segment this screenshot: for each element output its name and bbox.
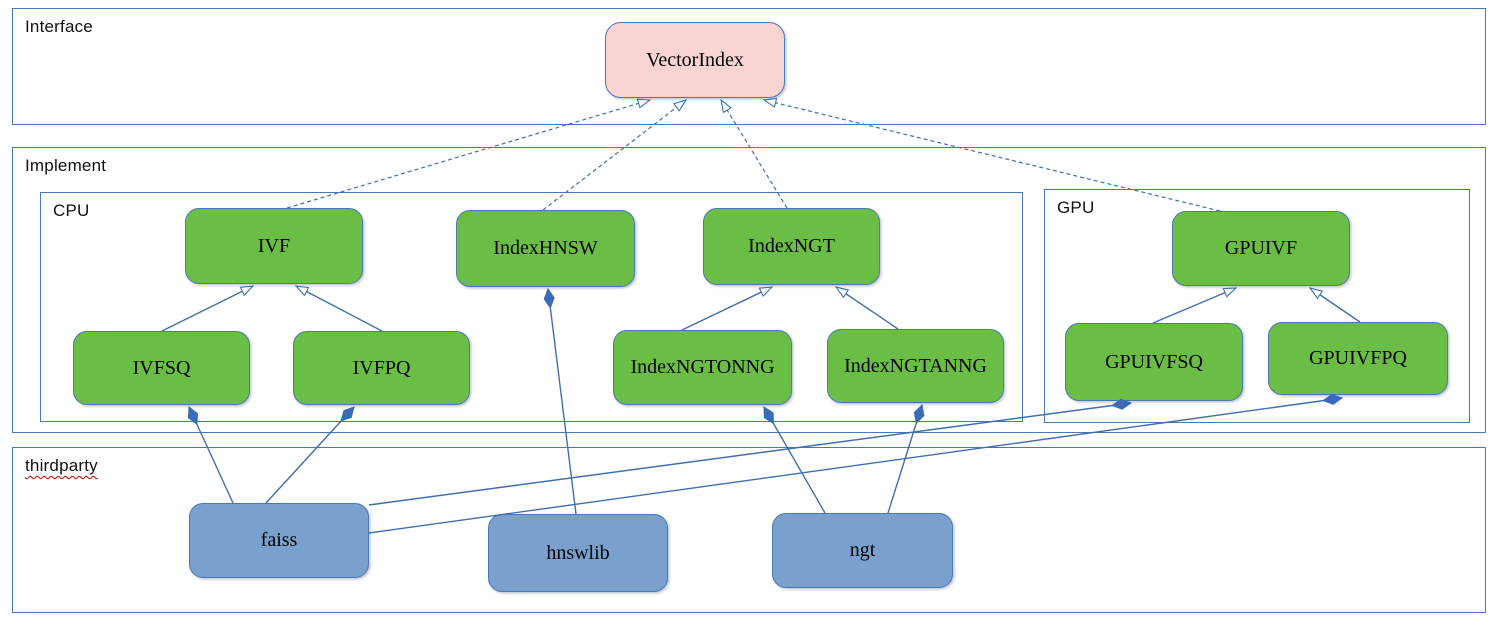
node-ivfpq-label: IVFPQ bbox=[352, 356, 411, 379]
node-ivf-label: IVF bbox=[257, 234, 291, 257]
node-gpuivfsq: GPUIVFSQ bbox=[1065, 323, 1243, 401]
node-gpuivfsq-label: GPUIVFSQ bbox=[1105, 350, 1203, 373]
node-ngt-label: ngt bbox=[849, 539, 876, 561]
region-implement-label: Implement bbox=[25, 156, 107, 175]
node-hnswlib: hnswlib bbox=[488, 514, 668, 592]
node-indexngt-label: IndexNGT bbox=[748, 235, 835, 257]
node-gpuivfpq: GPUIVFPQ bbox=[1268, 322, 1448, 395]
node-ivfsq-label: IVFSQ bbox=[132, 356, 191, 379]
node-indexngt: IndexNGT bbox=[703, 208, 880, 285]
node-faiss: faiss bbox=[189, 503, 369, 578]
region-cpu-label: CPU bbox=[53, 201, 90, 220]
node-ivfpq: IVFPQ bbox=[293, 331, 470, 405]
node-ivf: IVF bbox=[185, 208, 363, 284]
node-gpuivf: GPUIVF bbox=[1172, 211, 1350, 286]
node-ivfsq: IVFSQ bbox=[73, 331, 250, 405]
node-gpuivfpq-label: GPUIVFPQ bbox=[1309, 347, 1407, 369]
node-faiss-label: faiss bbox=[260, 529, 298, 551]
node-indexngtanng-label: IndexNGTANNG bbox=[844, 354, 987, 377]
node-vectorindex: VectorIndex bbox=[605, 22, 785, 98]
node-hnswlib-label: hnswlib bbox=[546, 541, 610, 564]
node-indexhnsw: IndexHNSW bbox=[456, 210, 635, 287]
region-thirdparty-label: thirdparty bbox=[25, 456, 98, 475]
node-gpuivf-label: GPUIVF bbox=[1224, 237, 1298, 259]
region-gpu-label: GPU bbox=[1057, 198, 1095, 217]
node-indexngtonng: IndexNGTONNG bbox=[613, 330, 792, 405]
node-indexngtonng-label: IndexNGTONNG bbox=[630, 356, 775, 378]
node-indexhnsw-label: IndexHNSW bbox=[493, 237, 598, 259]
node-indexngtanng: IndexNGTANNG bbox=[827, 329, 1004, 403]
region-interface-label: Interface bbox=[25, 17, 93, 36]
node-vectorindex-label: VectorIndex bbox=[646, 48, 744, 71]
node-ngt: ngt bbox=[772, 513, 953, 588]
